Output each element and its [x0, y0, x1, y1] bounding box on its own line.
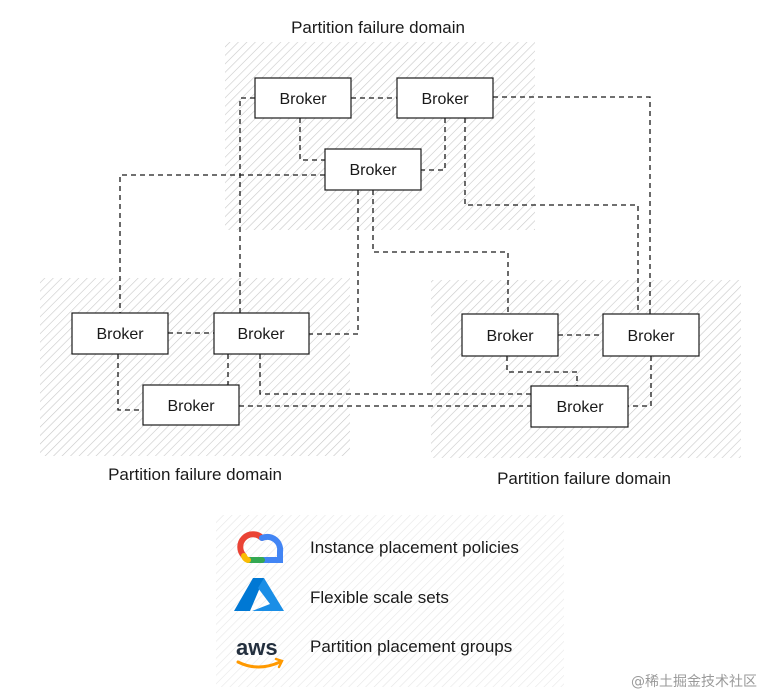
watermark-text: @稀土掘金技术社区 [631, 674, 757, 690]
broker-label: Broker [486, 328, 534, 345]
broker-node: Broker [254, 77, 352, 119]
broker-node: Broker [396, 77, 494, 119]
failure-domain-top: Partition failure domain [225, 18, 535, 230]
google-cloud-icon [237, 531, 284, 563]
broker-label: Broker [96, 326, 144, 343]
legend-label: Partition placement groups [310, 637, 512, 656]
broker-label: Broker [279, 91, 327, 108]
broker-label: Broker [556, 399, 604, 416]
failure-domain-left: Partition failure domain [40, 278, 350, 484]
broker-label: Broker [627, 328, 675, 345]
broker-label: Broker [167, 398, 215, 415]
broker-label: Broker [421, 91, 469, 108]
broker-node: Broker [530, 385, 629, 428]
broker-node: Broker [461, 313, 559, 357]
edge-l1-l3 [117, 354, 143, 411]
domain-label-left: Partition failure domain [108, 465, 282, 484]
edge-t3-l1 [119, 174, 325, 313]
svg-text:aws: aws [236, 635, 278, 660]
edge-r2-r3 [628, 356, 652, 407]
legend-label: Instance placement policies [310, 538, 519, 557]
broker-node: Broker [71, 312, 169, 355]
edge-r1-r3 [506, 356, 578, 386]
broker-label: Broker [237, 326, 285, 343]
edge-t3-r1 [372, 190, 509, 314]
domain-label-top: Partition failure domain [291, 18, 465, 37]
edge-t2-r2 [493, 96, 651, 314]
edge-t1-t3 [299, 118, 325, 161]
aws-icon: aws [236, 635, 284, 669]
azure-icon [234, 578, 284, 611]
connections [117, 96, 652, 411]
legend-label: Flexible scale sets [310, 588, 449, 607]
edge-t2-r2b [464, 118, 639, 314]
edge-t2-t3 [421, 118, 446, 171]
edge-t1-l2 [239, 97, 255, 313]
broker-node: Broker [213, 312, 310, 355]
domain-label-right: Partition failure domain [497, 469, 671, 488]
broker-node: Broker [142, 384, 240, 426]
edge-l2-r3 [259, 354, 531, 395]
edge-t3-l2 [309, 190, 359, 335]
broker-label: Broker [349, 162, 397, 179]
failure-domain-right: Partition failure domain [431, 280, 741, 488]
broker-node: Broker [602, 313, 700, 357]
legend: Instance placement policies Flexible sca… [216, 515, 564, 687]
broker-node: Broker [324, 148, 422, 191]
